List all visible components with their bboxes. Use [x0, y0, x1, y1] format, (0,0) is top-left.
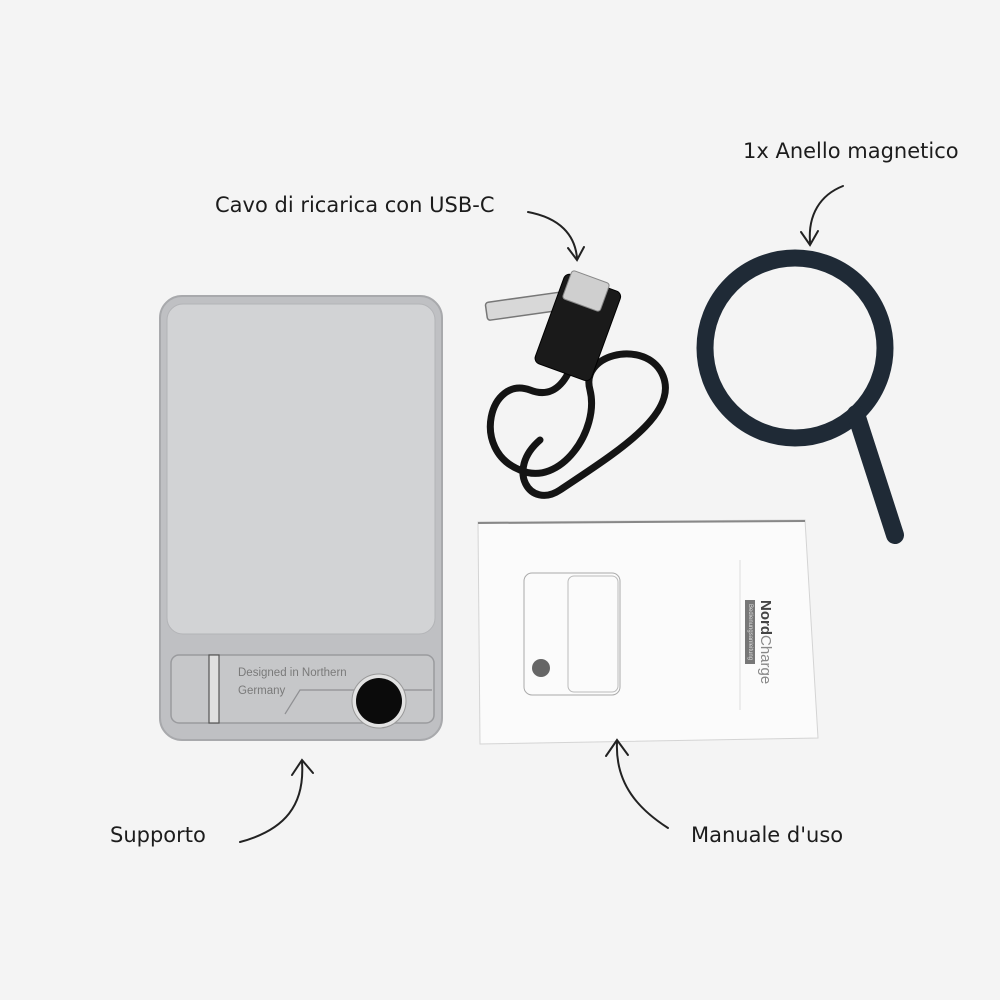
label-manual: Manuale d'uso: [691, 823, 844, 847]
manual-subtitle: Bedienungsanleitung: [745, 600, 755, 665]
engraving-line-1: Designed in Northern: [238, 667, 347, 679]
arrow-icon: [808, 185, 844, 243]
user-manual: [477, 519, 819, 745]
arrow-icon: [239, 761, 304, 843]
engraving-line-2: Germany: [238, 685, 286, 697]
magnetic-stand-device: [159, 295, 443, 741]
brand-light: Charge: [757, 635, 774, 685]
manual-brand: NordCharge: [757, 600, 774, 684]
brand-bold: Nord: [757, 600, 774, 635]
magnetic-ring: [696, 249, 904, 544]
arrow-icon: [527, 211, 578, 259]
usb-c-cable: [484, 270, 669, 499]
arrow-icon: [615, 741, 669, 829]
annotation-arrows: [239, 185, 844, 843]
label-cable: Cavo di ricarica con USB-C: [215, 193, 495, 217]
label-stand: Supporto: [110, 823, 206, 847]
label-ring: 1x Anello magnetico: [743, 139, 959, 163]
engraving-text: Designed in Northern Germany: [238, 664, 347, 700]
